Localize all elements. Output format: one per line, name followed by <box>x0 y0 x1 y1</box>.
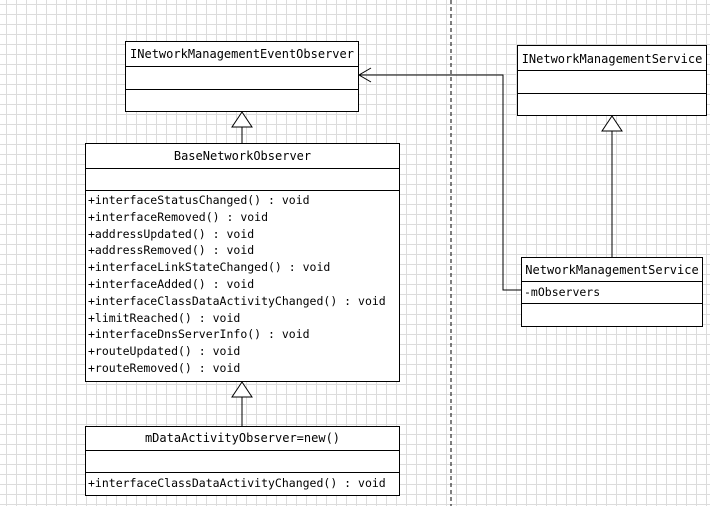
method-row: +interfaceAdded() : void <box>88 276 255 291</box>
attributes-section <box>518 71 706 94</box>
method-row: +interfaceClassDataActivityChanged() : v… <box>88 476 386 490</box>
method-row: +routeUpdated() : void <box>88 344 241 359</box>
operations-section <box>522 304 702 326</box>
class-name: INetworkManagementService <box>518 46 706 71</box>
class-name: INetworkManagementEventObserver <box>126 42 358 67</box>
method-row: +limitReached() : void <box>88 310 241 325</box>
method-row: +interfaceLinkStateChanged() : void <box>88 260 331 275</box>
operations-section <box>126 90 358 111</box>
class-base-network-observer[interactable]: BaseNetworkObserver +interfaceStatusChan… <box>85 143 400 382</box>
attributes-section <box>86 169 399 191</box>
association-arrowhead-open <box>358 67 372 83</box>
attributes-section <box>126 67 358 90</box>
inheritance-arrowhead-event-observer <box>231 111 253 128</box>
method-row: +interfaceDnsServerInfo() : void <box>88 327 310 342</box>
method-row: +addressUpdated() : void <box>88 226 255 241</box>
class-name: NetworkManagementService <box>522 258 702 282</box>
method-row: +addressRemoved() : void <box>88 243 255 258</box>
method-row: +interfaceStatusChanged() : void <box>88 193 310 207</box>
association-line-observers <box>359 74 522 291</box>
inheritance-arrowhead-iservice <box>601 115 623 132</box>
class-name: BaseNetworkObserver <box>86 144 399 169</box>
inheritance-arrowhead-base-observer <box>231 381 253 398</box>
attribute-row: -mObservers <box>524 285 601 299</box>
class-inetwork-management-service[interactable]: INetworkManagementService <box>517 45 707 116</box>
class-name: mDataActivityObserver=new() <box>86 427 399 451</box>
operations-section: +interfaceStatusChanged() : void +interf… <box>86 191 399 377</box>
attributes-section: -mObservers <box>522 282 702 304</box>
operations-section <box>518 94 706 115</box>
operations-section: +interfaceClassDataActivityChanged() : v… <box>86 473 399 493</box>
class-network-management-service[interactable]: NetworkManagementService -mObservers <box>521 257 703 327</box>
method-row: +interfaceClassDataActivityChanged() : v… <box>88 293 386 308</box>
method-row: +routeRemoved() : void <box>88 360 241 375</box>
class-inetwork-management-event-observer[interactable]: INetworkManagementEventObserver <box>125 41 359 112</box>
attributes-section <box>86 451 399 473</box>
class-data-activity-observer[interactable]: mDataActivityObserver=new() +interfaceCl… <box>85 426 400 496</box>
method-row: +interfaceRemoved() : void <box>88 209 269 224</box>
